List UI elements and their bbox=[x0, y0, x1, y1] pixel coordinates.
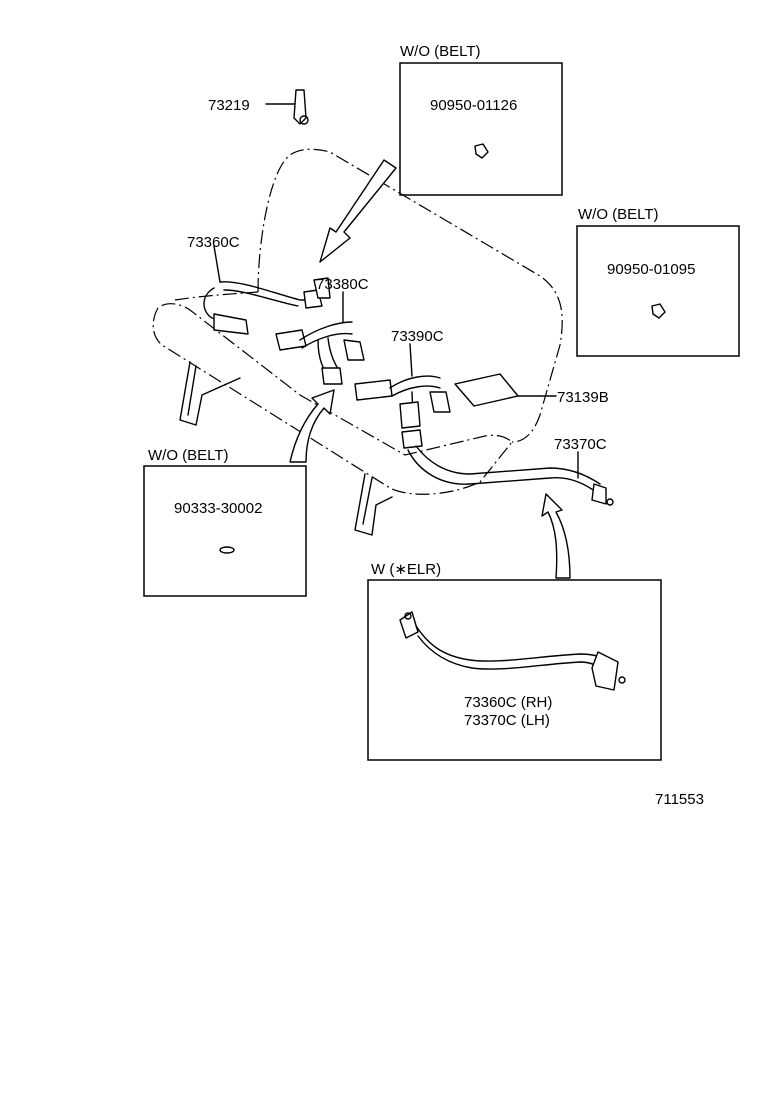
part-73219-clip bbox=[265, 89, 309, 125]
inset-elr: W (∗ELR) 73360C (RH) 73370C (LH) bbox=[367, 561, 662, 761]
clip-icon bbox=[651, 303, 666, 319]
inset-elr-title: W (∗ELR) bbox=[371, 561, 441, 578]
inset-elr-part-lh: 73370C (LH) bbox=[464, 712, 550, 729]
callout-73380c: 73380C bbox=[316, 276, 369, 293]
seat-legs bbox=[179, 361, 393, 536]
inset-left: W/O (BELT) 90333-30002 bbox=[143, 447, 307, 597]
callout-73139b: 73139B bbox=[557, 389, 609, 406]
part-73380c-belt bbox=[275, 291, 365, 385]
part-73370c-belt bbox=[401, 429, 614, 506]
inset-left-part: 90333-30002 bbox=[174, 500, 262, 517]
callout-73219: 73219 bbox=[208, 97, 250, 114]
inset-top-title: W/O (BELT) bbox=[400, 43, 481, 60]
seat-leg-right-inner bbox=[362, 477, 373, 525]
inset-top-part: 90950-01126 bbox=[430, 97, 517, 114]
seat-leg-right bbox=[354, 473, 393, 536]
inset-right-title: W/O (BELT) bbox=[578, 206, 659, 223]
arrow-left-inset bbox=[289, 389, 335, 463]
seat-leg-left-inner bbox=[187, 365, 197, 416]
seat-leg-left bbox=[179, 361, 241, 426]
inset-top: W/O (BELT) 90950-01126 bbox=[399, 43, 563, 196]
pointer-arrows bbox=[289, 159, 571, 579]
callout-73370c: 73370C bbox=[554, 436, 607, 453]
figure-id: 711553 bbox=[655, 791, 704, 808]
part-73139b-pad bbox=[454, 373, 557, 407]
part-73390c-belt bbox=[354, 343, 451, 429]
inset-right-part: 90950-01095 bbox=[607, 261, 695, 278]
inset-right: W/O (BELT) 90950-01095 bbox=[576, 206, 740, 357]
seat-crease bbox=[174, 291, 259, 301]
seat-cushion bbox=[152, 303, 513, 495]
callout-73390c: 73390C bbox=[391, 328, 444, 345]
rear-seat-outline bbox=[152, 148, 563, 495]
arrow-top-inset bbox=[319, 159, 397, 263]
screw-icon bbox=[474, 143, 489, 159]
inset-elr-part-rh: 73360C (RH) bbox=[464, 694, 552, 711]
inset-left-title: W/O (BELT) bbox=[148, 447, 229, 464]
arrow-elr-inset bbox=[541, 493, 571, 579]
callout-73360c: 73360C bbox=[187, 234, 240, 251]
elr-belt-drawing bbox=[399, 611, 626, 691]
part-73360c-belt bbox=[203, 245, 331, 335]
seat-back bbox=[257, 148, 563, 443]
plug-icon bbox=[219, 546, 235, 554]
